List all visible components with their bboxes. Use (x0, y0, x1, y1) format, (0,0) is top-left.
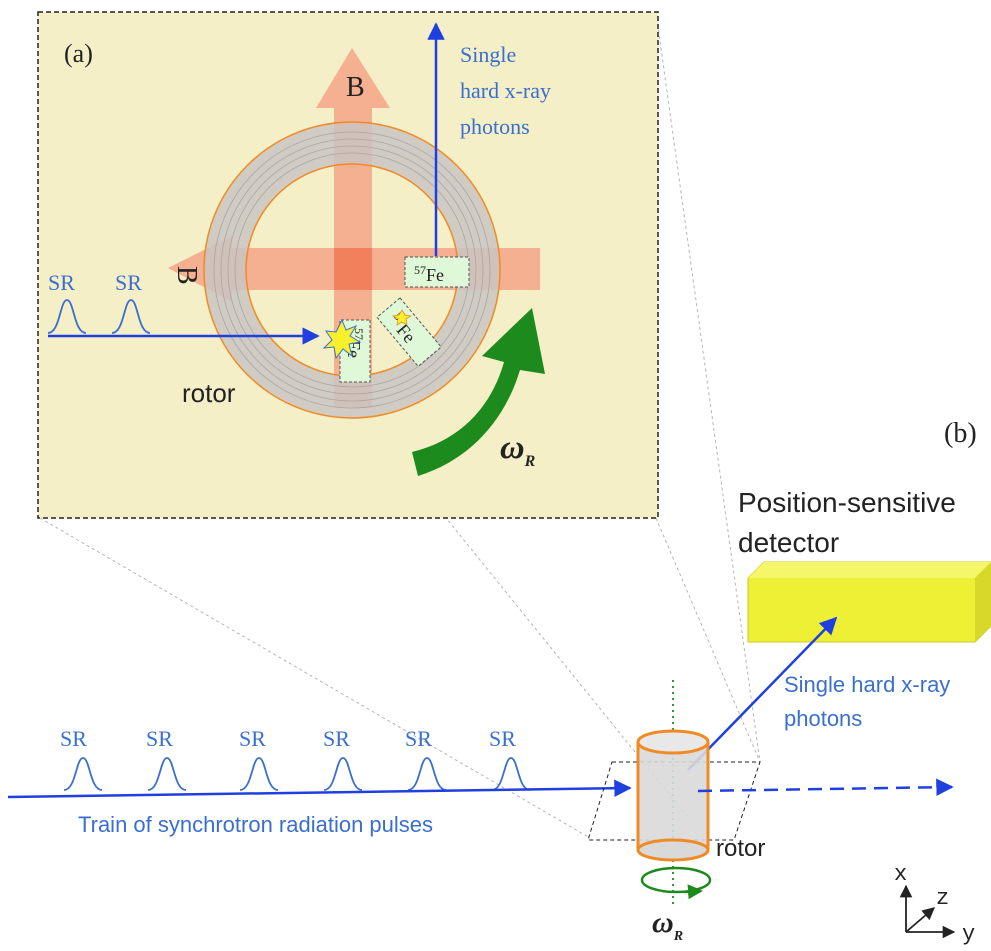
omega-b-symbol: ω (652, 906, 674, 939)
sr-pulse-b-1 (63, 757, 103, 791)
sr-pulse-a-2 (111, 299, 151, 334)
omega-label-a: ωR (500, 429, 536, 470)
detector-label-line1: Position-sensitive (738, 487, 956, 518)
beam-arrow-b (7, 779, 632, 799)
transmitted-beam (697, 778, 954, 796)
rotor-label-a: rotor (182, 378, 236, 408)
sr-pulse-b-2 (147, 757, 187, 791)
photon-label-a: Single hard x-ray photons (460, 42, 551, 139)
excitation-star-icon (322, 318, 362, 360)
axis-label-x: x (894, 862, 907, 887)
coordinate-axes: x y z (894, 862, 975, 947)
photon-label-b-line1: Single hard x-ray (784, 672, 950, 697)
sr-pulse-b-5 (407, 757, 447, 791)
omega-a-symbol: ω (500, 429, 525, 466)
sr-pulse-b-4 (323, 757, 363, 791)
sr-label-b-6: SR (489, 726, 516, 751)
detector-label-line2: detector (738, 527, 839, 558)
sr-pulse-b-6 (491, 757, 531, 791)
rotation-arrow-a (412, 308, 545, 476)
sr-label-b-5: SR (405, 726, 432, 751)
small-star-icon (391, 309, 413, 326)
sr-label-b-3: SR (239, 726, 266, 751)
sr-label-a-2: SR (115, 270, 142, 295)
fe-left-sup: 57 (352, 328, 366, 340)
photon-label-a-line2: hard x-ray (460, 78, 551, 103)
photon-label-a-line1: Single (460, 42, 516, 67)
omega-a-sub: R (524, 453, 536, 470)
sr-pulses-a: SR SR (47, 270, 151, 334)
sr-pulse-a-1 (47, 299, 87, 334)
photon-label-b-line2: photons (784, 706, 862, 731)
b-field-label-top: B (346, 72, 365, 103)
sr-label-b-1: SR (60, 726, 87, 751)
sr-pulse-train: SR SR SR SR SR SR (60, 726, 531, 791)
sr-label-b-2: SR (146, 726, 173, 751)
omega-b-sub: R (673, 929, 683, 944)
rotation-loop-b (640, 866, 712, 900)
fe-top-text: Fe (426, 265, 444, 285)
b-field-label-left: B (171, 266, 202, 285)
photon-arrow-b (687, 616, 838, 771)
fe-label-top: 57Fe (404, 256, 470, 288)
sr-label-b-4: SR (323, 726, 350, 751)
omega-label-b: ωR (652, 906, 683, 944)
detector-box (747, 561, 991, 643)
panel-b-label: (b) (944, 418, 977, 449)
rotor-cylinder (636, 729, 710, 862)
svg-text:57Fe: 57Fe (414, 263, 444, 285)
panel-b: (b) Position-sensitive detector Single h… (7, 418, 991, 947)
rotor-label-b: rotor (716, 835, 765, 862)
panel-a: (a) B B Single hard x-ray photons (37, 11, 659, 519)
sr-label-a-1: SR (48, 270, 75, 295)
sr-pulse-b-3 (239, 757, 279, 791)
axis-label-y: y (962, 922, 975, 947)
panel-a-label: (a) (64, 39, 93, 68)
axis-label-z: z (936, 886, 949, 911)
beam-plane (587, 761, 761, 841)
fe-top-sup: 57 (414, 263, 426, 277)
photon-label-a-line3: photons (460, 114, 530, 139)
b-field-overlap (334, 248, 372, 290)
train-label: Train of synchrotron radiation pulses (78, 812, 433, 837)
